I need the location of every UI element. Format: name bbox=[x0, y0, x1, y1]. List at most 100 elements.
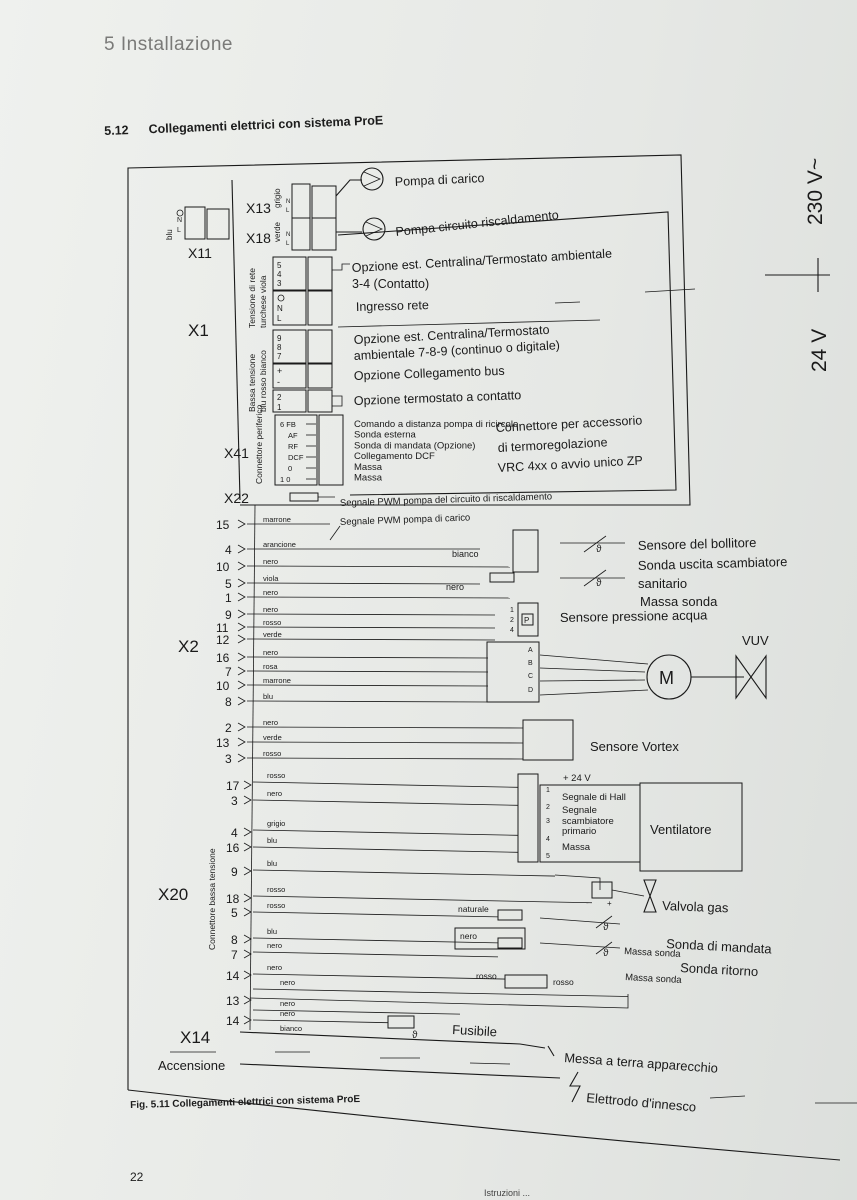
x2-bus-line bbox=[249, 504, 256, 1031]
x2-pin-number: 9 bbox=[225, 608, 232, 622]
x20-wire-color: rosso bbox=[267, 885, 285, 894]
label-ingresso-rete: Ingresso rete bbox=[356, 298, 429, 314]
x20-pin-contact bbox=[243, 866, 252, 876]
x1-plug-bus bbox=[307, 363, 333, 389]
x2-pwm-wire bbox=[329, 525, 341, 541]
x2-wire-color: viola bbox=[263, 574, 279, 583]
sensor-massa-sonda-label: Massa sonda bbox=[640, 594, 718, 609]
x20-pin-contact bbox=[243, 907, 252, 917]
x1-bassa-colors: blu rosso bianco bbox=[258, 350, 268, 412]
x2-wire bbox=[246, 638, 496, 641]
x13-block: X13 grigio N L Pompa di carico bbox=[246, 167, 485, 219]
wire-naturale-inline: naturale bbox=[458, 904, 489, 914]
pressure-sensor-box bbox=[517, 602, 539, 637]
x20-pin-contact bbox=[243, 934, 252, 944]
fan-label: Ventilatore bbox=[650, 822, 711, 837]
x1-pin-1: 1 bbox=[277, 403, 282, 412]
x13-wire bbox=[335, 179, 362, 197]
fan-hall: Segnale di Hall bbox=[562, 792, 626, 803]
scambiatore-ntc-icon bbox=[583, 569, 607, 587]
vuv-connector bbox=[486, 641, 540, 703]
pressure-pin-2: 2 bbox=[510, 617, 514, 624]
x2-pin-number: 11 bbox=[216, 621, 229, 635]
pressure-pin-1: 1 bbox=[510, 607, 514, 614]
x2-pin-contact bbox=[237, 696, 246, 706]
x20-wire-color: nero bbox=[267, 789, 282, 798]
x20-wire-color: grigio bbox=[267, 819, 285, 828]
pressure-p-mark: P bbox=[524, 616, 529, 625]
fuse-icon bbox=[387, 1015, 415, 1029]
x13-plug bbox=[311, 185, 337, 219]
massa-sonda-2: Massa sonda bbox=[624, 946, 682, 960]
mandata-bundle bbox=[454, 927, 526, 950]
x1-pin-3: 3 bbox=[277, 279, 282, 288]
x2-wire-color: nero bbox=[263, 648, 278, 657]
valve-pin-minus: - bbox=[586, 898, 589, 907]
motor-label: M bbox=[659, 668, 674, 688]
x20-wire-color: rosso bbox=[267, 771, 285, 780]
x2-pin-number: 2 bbox=[225, 721, 232, 735]
x13-pin-l: L bbox=[286, 208, 290, 214]
x20-wire-color: nero bbox=[280, 1009, 295, 1018]
mandata-theta-1: ϑ bbox=[603, 922, 609, 933]
x2-wire bbox=[246, 757, 524, 760]
x1-pin-2: 2 bbox=[277, 393, 282, 402]
x41-group-label: Connettore periferico bbox=[254, 404, 264, 484]
x20-wire-color: blu bbox=[267, 836, 277, 845]
x41-pin-5: 1 0 bbox=[280, 475, 290, 484]
x20-pin-number: 9 bbox=[231, 865, 238, 879]
label-opzione-bus: Opzione Collegamento bus bbox=[354, 364, 505, 383]
x41-plug bbox=[318, 414, 344, 486]
x41-pin-0: 6 FB bbox=[280, 420, 296, 429]
x18-pin-n: N bbox=[286, 232, 290, 238]
x41-signal-label-5: Massa bbox=[354, 473, 383, 484]
x2-label: X2 bbox=[178, 637, 199, 656]
fan-24v: + 24 V bbox=[563, 773, 591, 784]
x2-pin-number: 7 bbox=[225, 665, 232, 679]
x2-pin-number: 1 bbox=[225, 591, 232, 605]
x20-pin-number: 18 bbox=[226, 892, 240, 906]
sensor-scambiatore-label-1: Sonda uscita scambiatore bbox=[638, 554, 788, 573]
x2-wire-color: verde bbox=[263, 733, 282, 742]
x2-pin-contact bbox=[237, 634, 246, 644]
x1-label: X1 bbox=[188, 321, 209, 340]
x2-pin-number: 13 bbox=[216, 736, 230, 750]
vuv-pin-c: C bbox=[528, 673, 533, 680]
sonda-ritorno-label: Sonda ritorno bbox=[680, 960, 759, 979]
x18-color: verde bbox=[273, 221, 282, 242]
sensor-pressione-label: Sensore pressione acqua bbox=[560, 607, 708, 625]
x41-pin-2: RF bbox=[288, 442, 298, 451]
x18-plug bbox=[311, 217, 337, 251]
note-line-a bbox=[554, 301, 581, 304]
x20-pin-contact bbox=[243, 1015, 252, 1025]
mandata-ntc-icons bbox=[595, 915, 613, 955]
x41-pin-3: DCF bbox=[288, 453, 304, 462]
x2-wire-color: rosa bbox=[263, 662, 278, 671]
x2-pin-contact bbox=[237, 680, 246, 690]
x20-pin-contact bbox=[243, 970, 252, 980]
x2-pwm-label: Segnale PWM pompa di carico bbox=[340, 512, 471, 528]
x1-block: X1 Tensione di rete turchese viola Bassa… bbox=[188, 246, 696, 413]
pump-carico-icon bbox=[360, 167, 384, 191]
pump-carico-arrow bbox=[363, 171, 381, 187]
x1-pin-n: N bbox=[277, 304, 283, 313]
x2-pin-contact bbox=[237, 652, 246, 662]
x2-wire bbox=[246, 741, 524, 744]
x22-pwm-label: Segnale PWM pompa del circuito di riscal… bbox=[340, 491, 553, 509]
valve-label: Valvola gas bbox=[662, 898, 729, 915]
label-opzione-termostato: Opzione termostato a contatto bbox=[354, 388, 522, 408]
fan-box bbox=[639, 782, 743, 872]
x20-pin-contact bbox=[243, 842, 252, 852]
spark-icon bbox=[569, 1071, 581, 1103]
x1-ground-icon bbox=[277, 294, 285, 302]
x20-wire-color: nero bbox=[267, 941, 282, 950]
gas-valve-icon bbox=[643, 879, 657, 913]
x18-housing bbox=[291, 217, 311, 251]
massa-sonda-3: Massa sonda bbox=[625, 972, 683, 986]
x20-wire bbox=[252, 869, 556, 877]
x2-wire-color: verde bbox=[263, 630, 282, 639]
x11-color-label: blu bbox=[165, 229, 174, 240]
sensor-scambiatore-label-2: sanitario bbox=[638, 576, 687, 591]
x2-pin-number: 10 bbox=[216, 560, 230, 574]
